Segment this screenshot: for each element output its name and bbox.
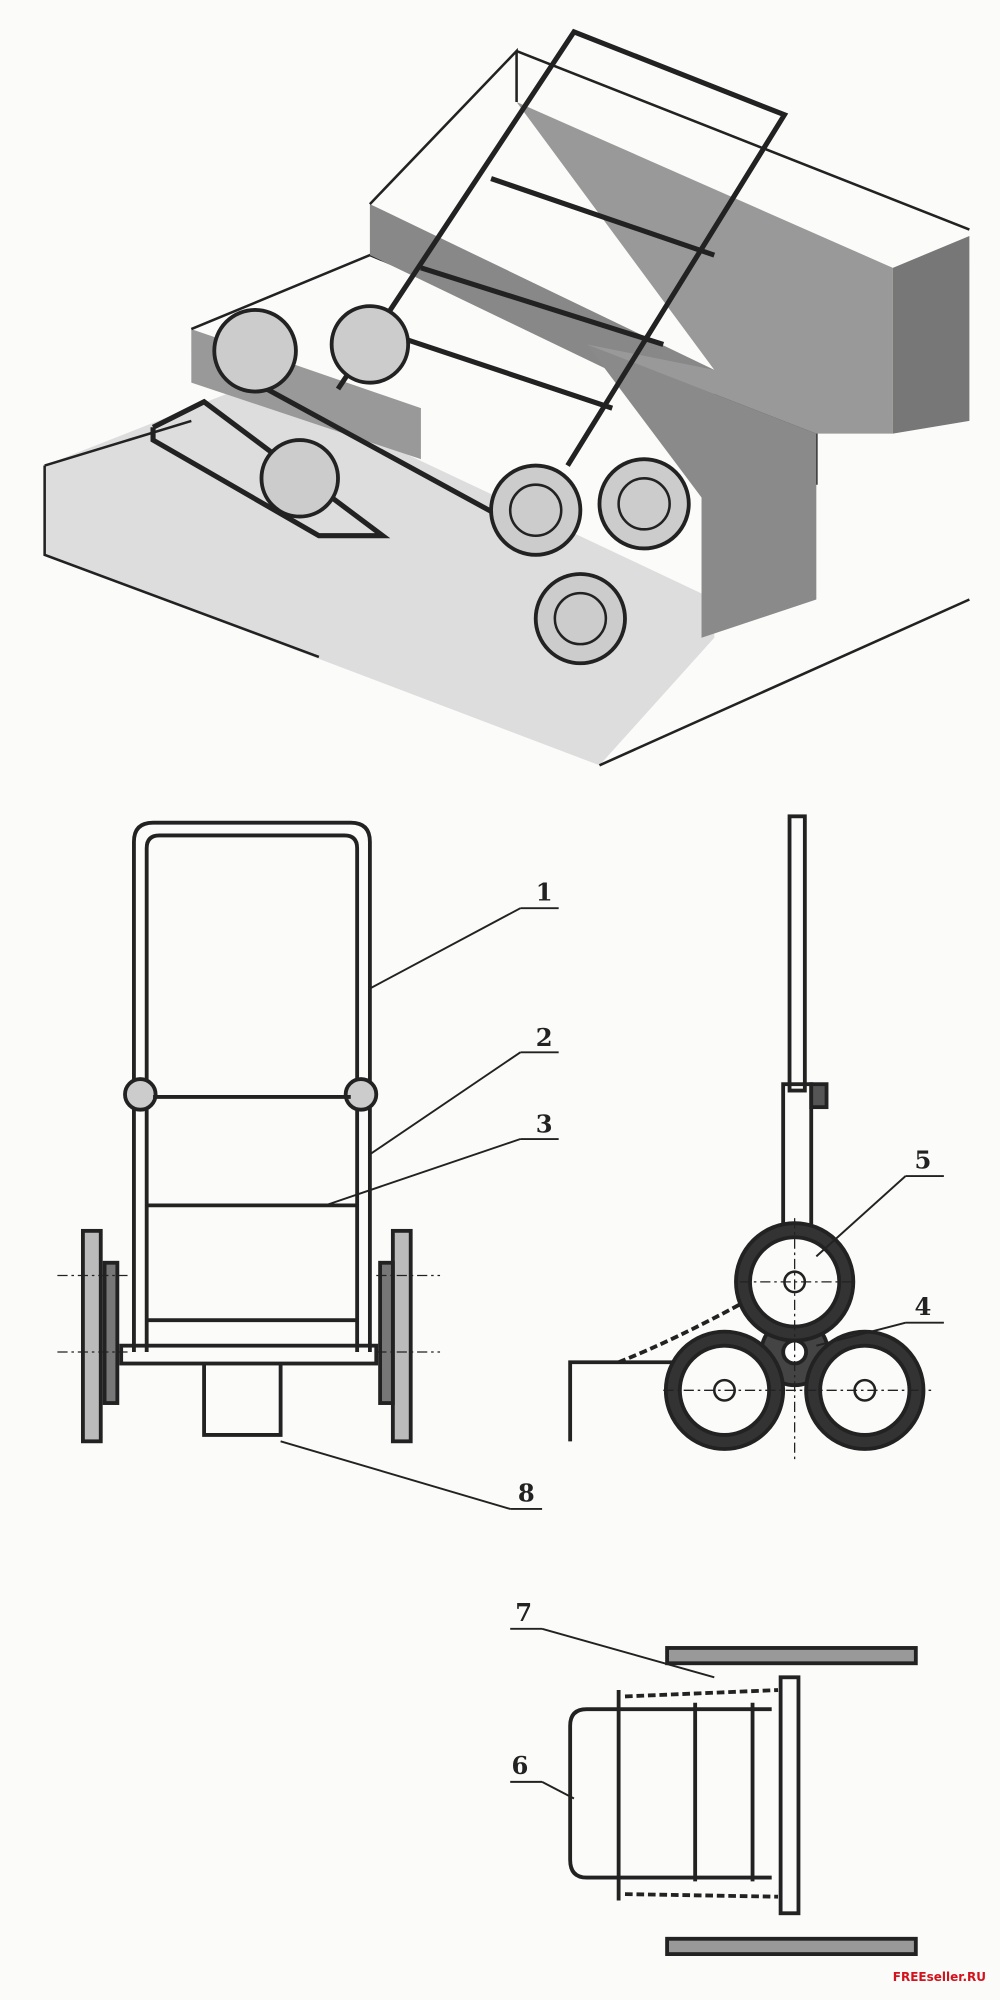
watermark: FREEseller.RU bbox=[892, 1970, 986, 1984]
front-view bbox=[57, 820, 441, 1444]
side-view bbox=[568, 814, 932, 1461]
leader-lines bbox=[280, 907, 944, 1800]
callout-3: 3 bbox=[536, 1110, 553, 1139]
callout-2: 2 bbox=[536, 1023, 553, 1052]
callout-5: 5 bbox=[915, 1145, 932, 1174]
callout-4: 4 bbox=[915, 1292, 932, 1321]
callout-7: 7 bbox=[515, 1598, 532, 1627]
callout-1: 1 bbox=[536, 878, 553, 907]
callout-labels: 1 2 3 5 4 8 7 6 bbox=[511, 878, 931, 1781]
stairs-perspective bbox=[43, 47, 970, 767]
top-view bbox=[568, 1646, 918, 1956]
callout-6: 6 bbox=[511, 1751, 528, 1780]
callout-8: 8 bbox=[518, 1478, 535, 1507]
trolley-perspective bbox=[150, 28, 789, 666]
